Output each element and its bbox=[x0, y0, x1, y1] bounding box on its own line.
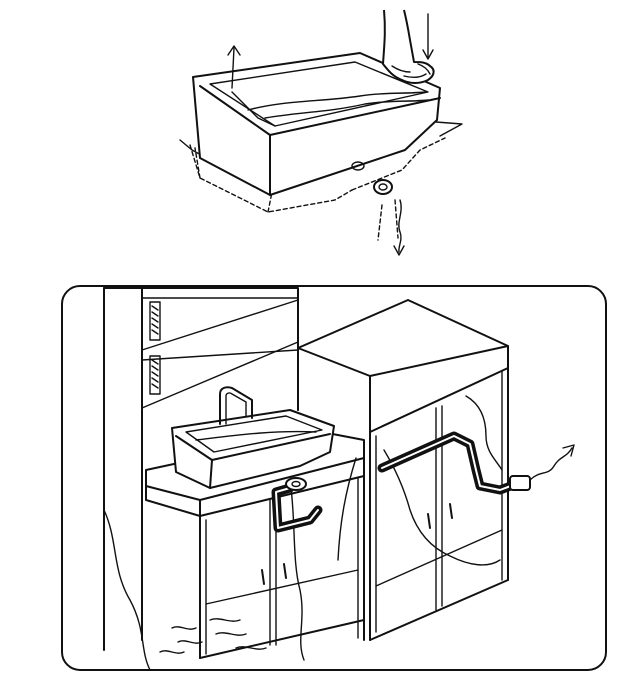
frame bbox=[61, 285, 607, 671]
outflow-arrow-icon bbox=[529, 444, 575, 481]
sink-icon bbox=[171, 409, 335, 489]
drain-pipe-icon bbox=[271, 431, 531, 533]
basin-icon bbox=[192, 52, 441, 196]
cabinet-icon bbox=[103, 287, 509, 659]
cabinet-cutaway-figure bbox=[61, 285, 607, 671]
cutaway-outline bbox=[103, 395, 503, 671]
faucet-icon bbox=[219, 386, 253, 425]
counter-edge-right bbox=[435, 121, 463, 137]
drain-arrow-icon bbox=[393, 199, 405, 256]
press-arrow-icon bbox=[422, 13, 434, 60]
water-icon bbox=[159, 618, 267, 654]
lift-arrow-icon bbox=[227, 45, 241, 89]
basin-lift-figure bbox=[179, 9, 463, 256]
hand-icon bbox=[382, 9, 435, 84]
